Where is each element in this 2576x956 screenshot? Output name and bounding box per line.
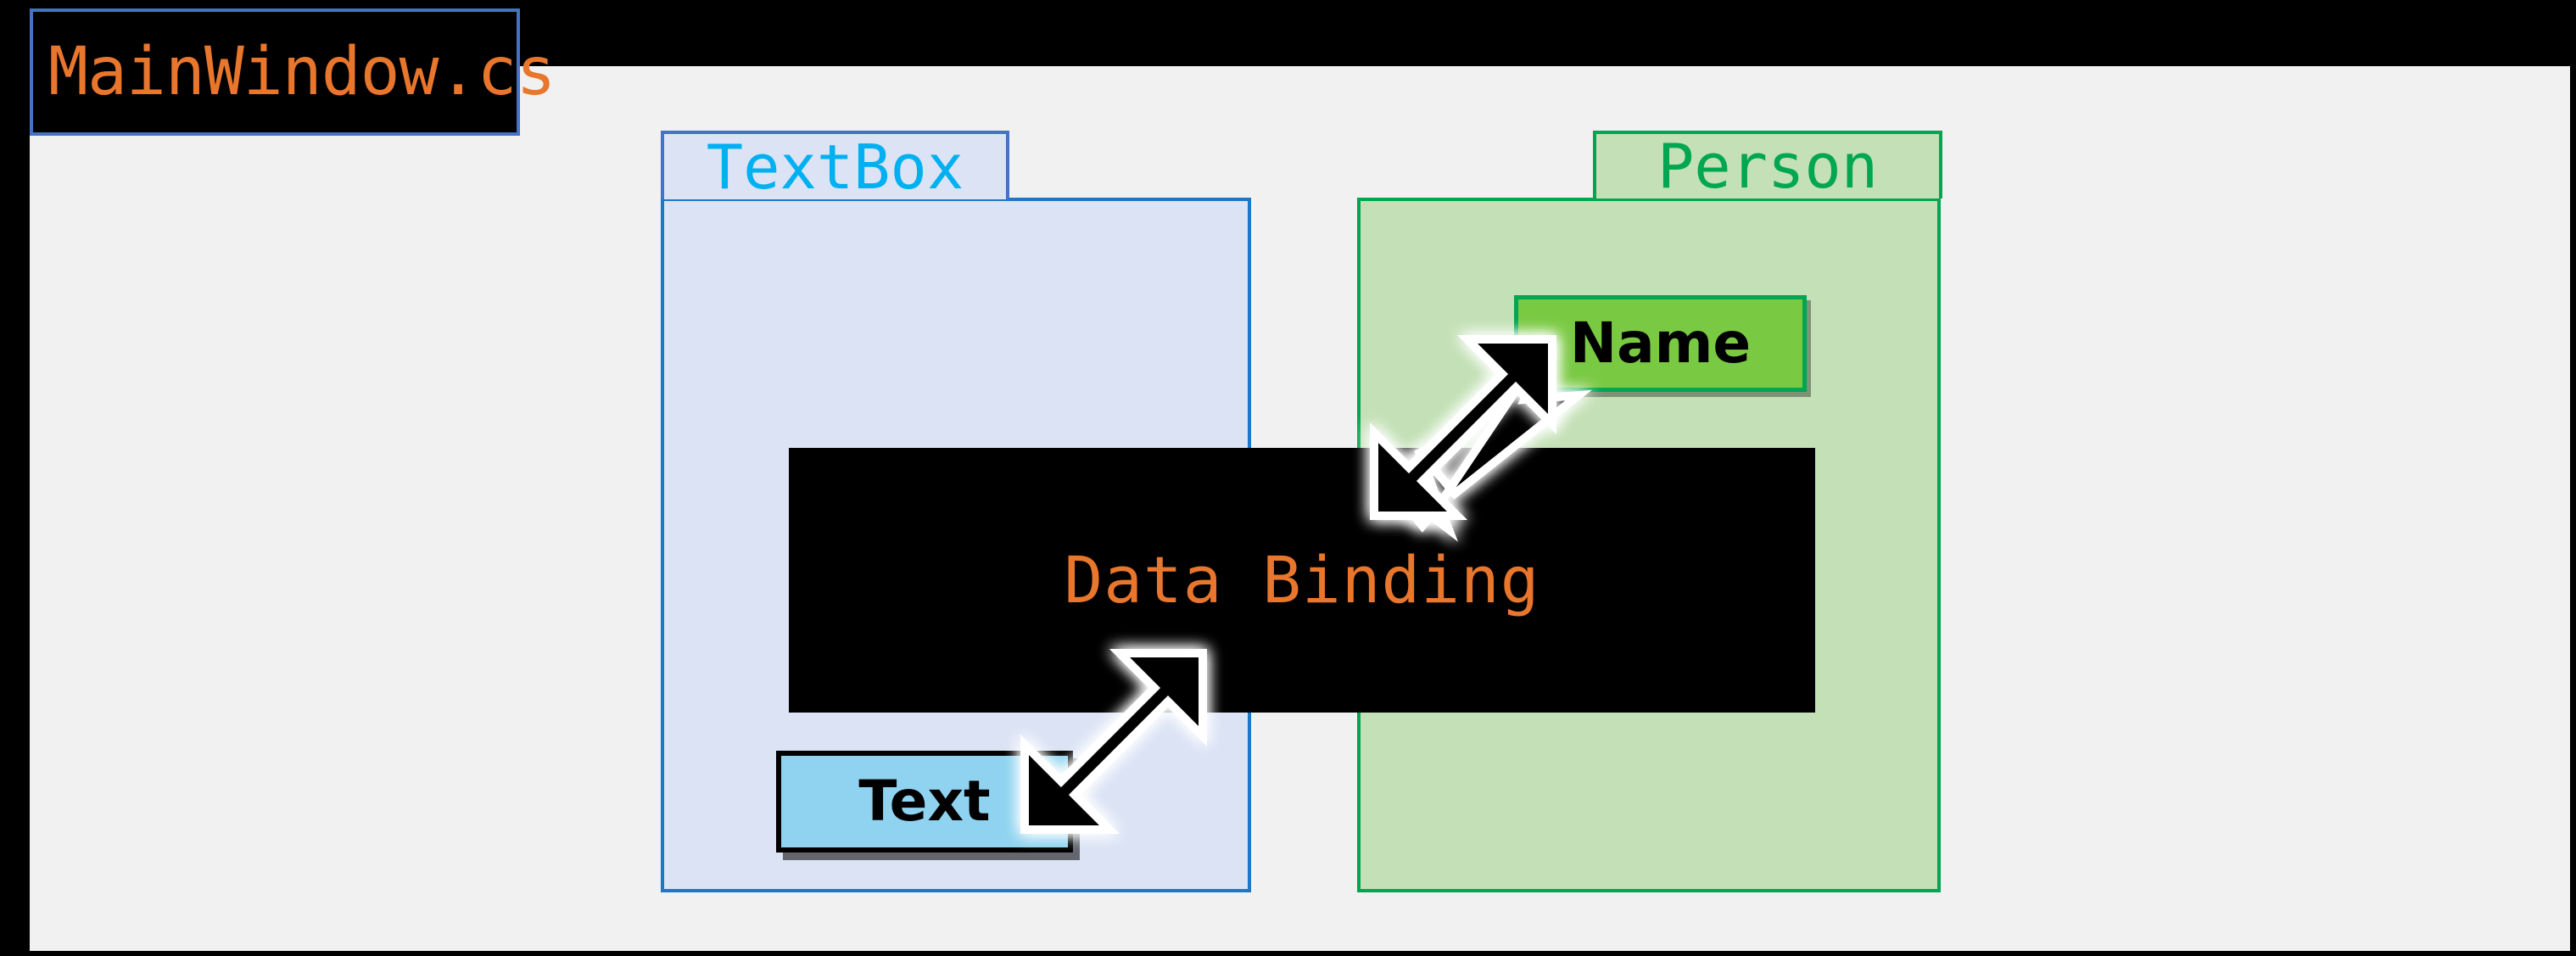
frame-bar-right <box>2570 0 2576 956</box>
container-person-title: Person <box>1657 131 1879 202</box>
container-person-tab: Person <box>1593 131 1942 198</box>
property-box-text-label: Text <box>858 769 991 834</box>
container-textbox-title: TextBox <box>706 131 964 203</box>
frame-bar-bottom <box>0 951 2576 956</box>
frame-bar-left <box>0 0 30 956</box>
file-label-text: MainWindow.cs <box>48 34 556 110</box>
data-binding-band: Data Binding <box>789 448 1815 713</box>
property-box-name-label: Name <box>1569 310 1752 376</box>
file-label-chip: MainWindow.cs <box>30 8 556 136</box>
container-textbox-tab: TextBox <box>661 131 1009 199</box>
property-box-text: Text <box>776 751 1073 853</box>
data-binding-label: Data Binding <box>1064 542 1540 618</box>
property-box-name: Name <box>1514 295 1807 392</box>
